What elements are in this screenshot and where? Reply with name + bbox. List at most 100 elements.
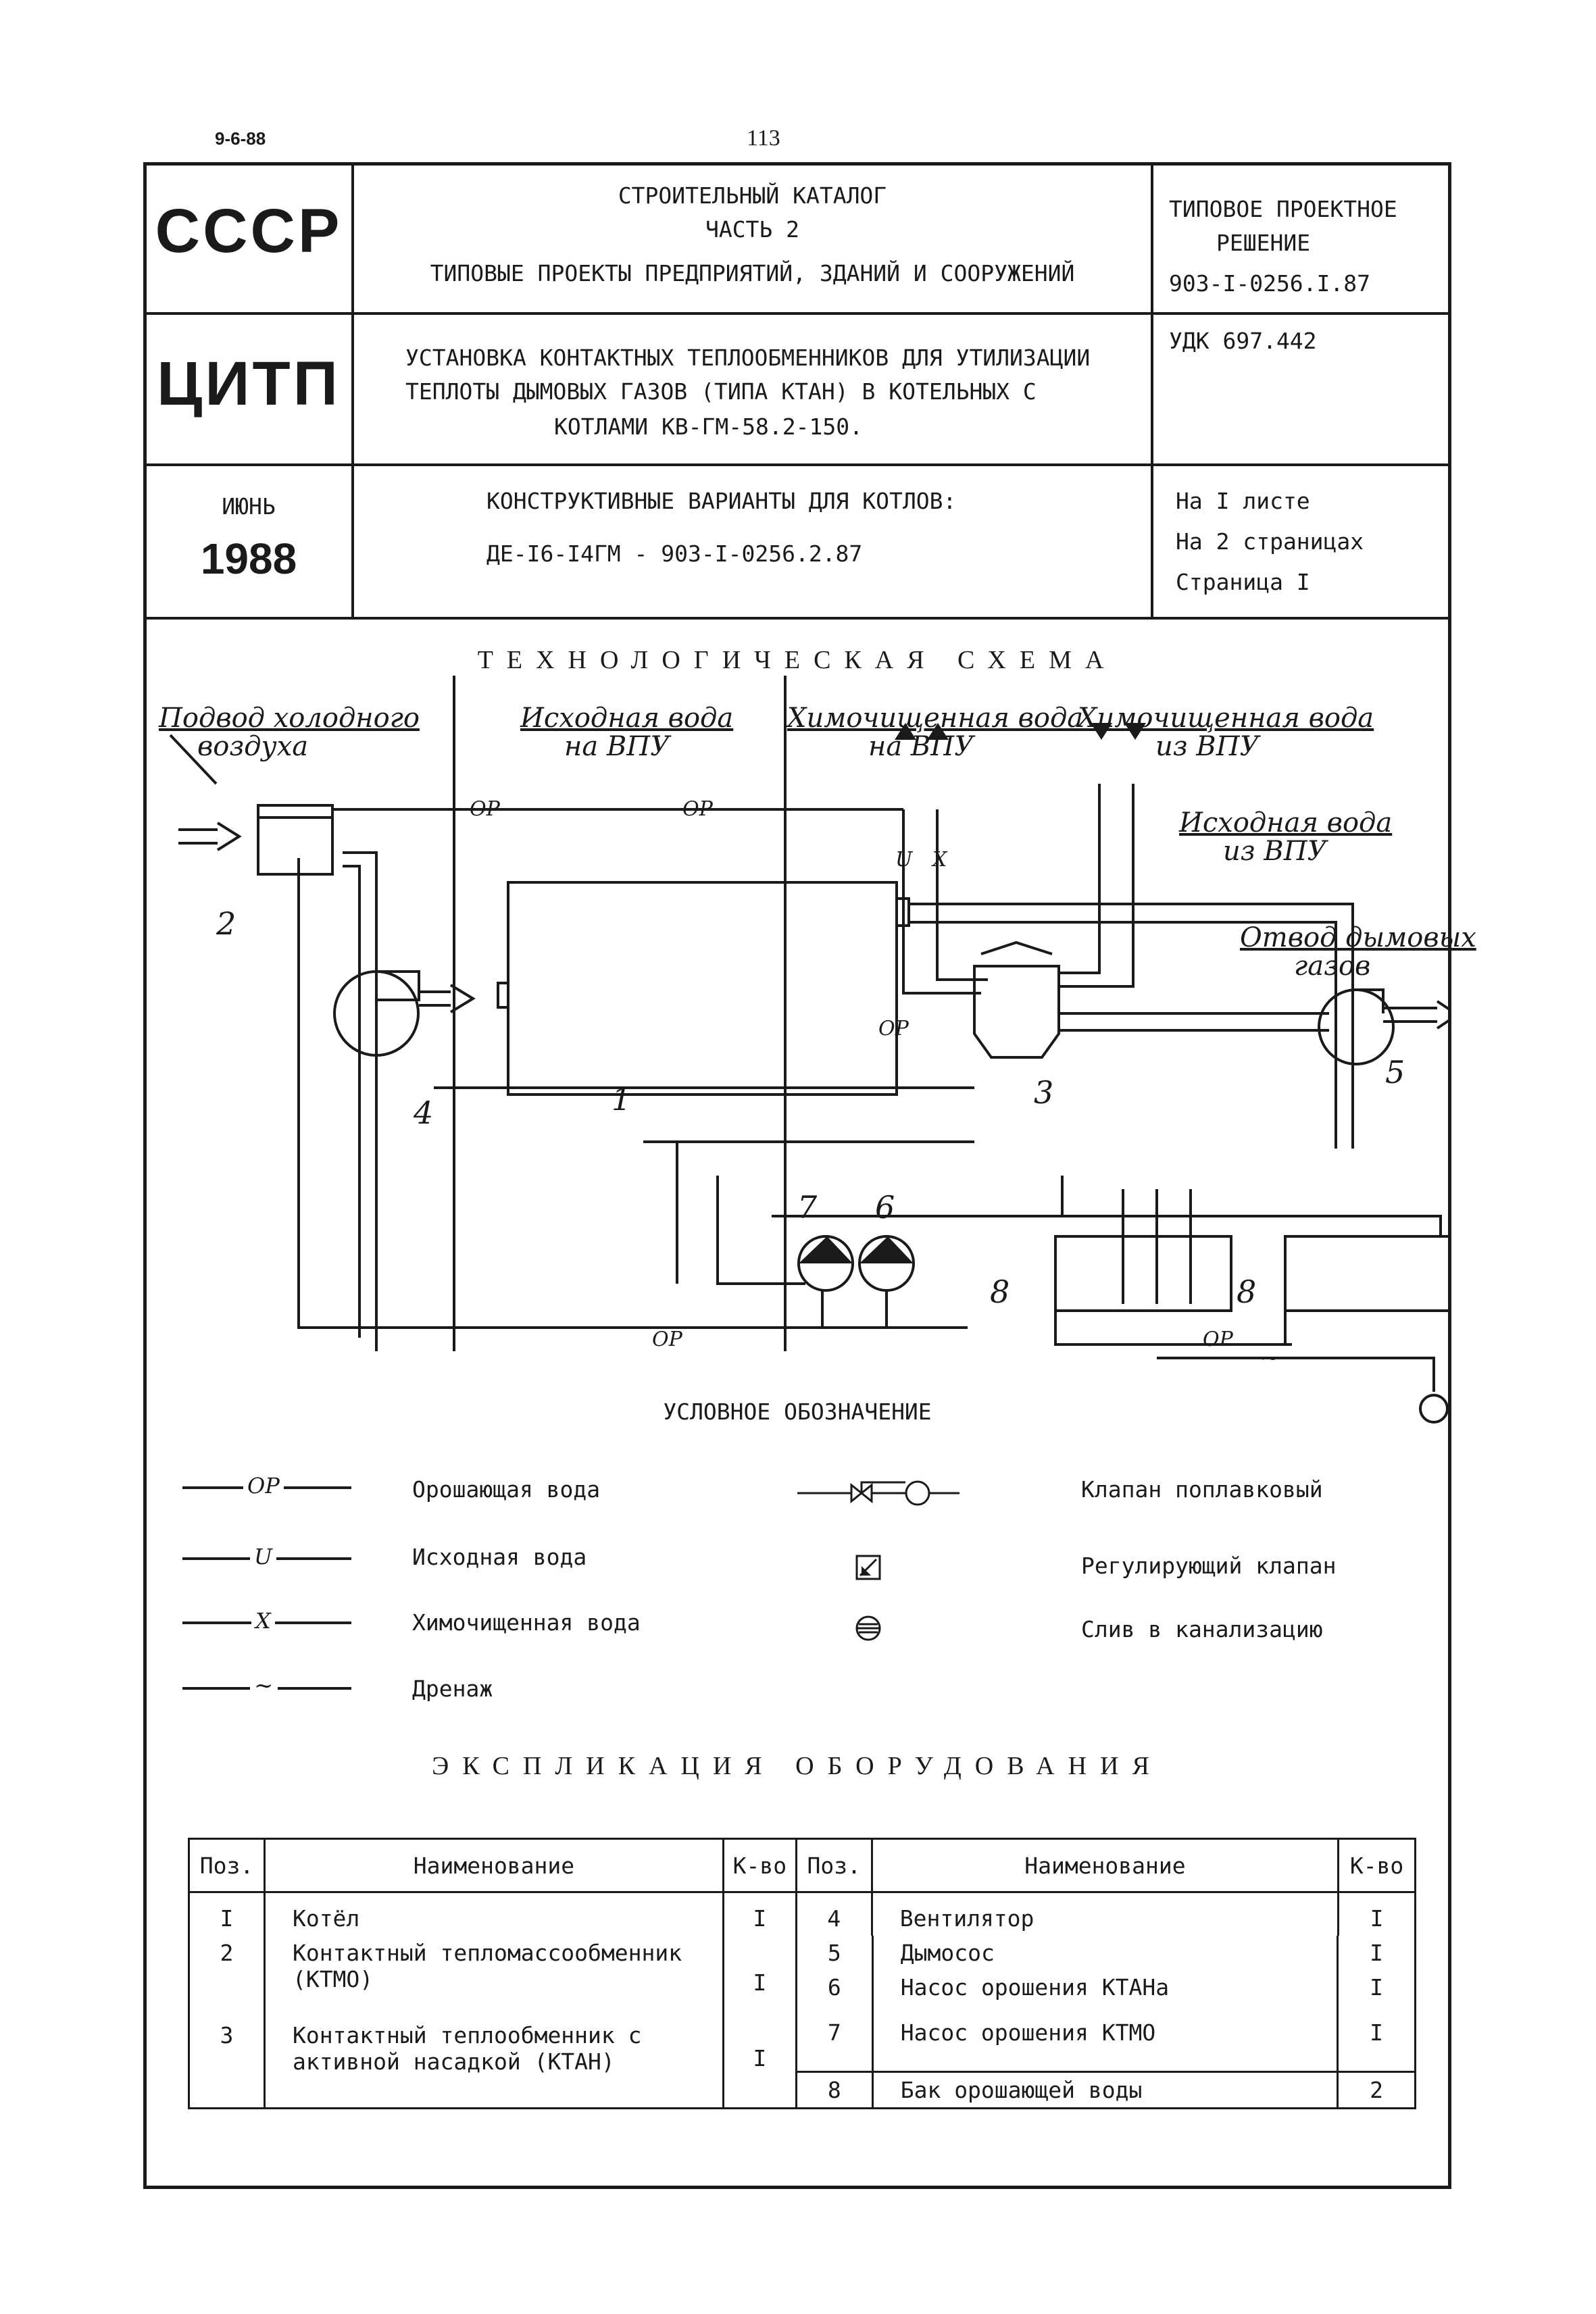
legend-label-control-valve: Регулирующий клапан: [1081, 1553, 1337, 1579]
header-name: Наименование: [263, 1838, 724, 1893]
page-number: 113: [747, 126, 780, 151]
header-divider-2: [143, 463, 1451, 466]
legend-mark-drain: ~: [250, 1672, 278, 1699]
table-row: 5 Дымосос I: [797, 1936, 1414, 1970]
cell-qty: I: [722, 2005, 797, 2109]
cell-qty-2: I: [1337, 1970, 1414, 2005]
leader-cold-air: [169, 734, 218, 785]
pipe-mark-chem: X: [932, 848, 947, 872]
header-divider-3: [143, 617, 1451, 620]
tank-8-left: [1054, 1235, 1232, 1312]
position-6: 6: [875, 1189, 895, 1226]
pipe-mark-source: U: [895, 848, 913, 872]
catalog-title: СТРОИТЕЛЬНЫЙ КАТАЛОГ: [618, 182, 887, 209]
pipe-mark-irrigation-2: ОР: [682, 797, 713, 821]
legend-label-chem: Химочищенная вода: [412, 1609, 641, 1636]
header-col-divider-1: [351, 162, 354, 618]
position-3: 3: [1034, 1074, 1054, 1111]
pipe-mark-irrigation-5: ОР: [1203, 1328, 1233, 1351]
legend-label-sewer-drain: Слив в канализацию: [1081, 1616, 1323, 1642]
fan-to-boiler-arrow: [419, 984, 476, 1013]
document-date: 9-6-88: [215, 128, 266, 149]
table-row: 2 Контактный тепломассообменник (КТМО) I…: [188, 1936, 1417, 2005]
project-title-1: УСТАНОВКА КОНТАКТНЫХ ТЕПЛООБМЕННИКОВ ДЛЯ…: [405, 345, 1091, 371]
table-row: 8 Бак орошающей воды 2: [797, 2071, 1414, 2107]
legend-mark-chem: X: [251, 1608, 275, 1634]
inlet-arrow: [178, 822, 242, 851]
position-5: 5: [1385, 1054, 1405, 1090]
cell-name: Контактный тепломассообменник (КТМО): [263, 1936, 724, 2005]
legend-label-float-valve: Клапан поплавковый: [1081, 1476, 1323, 1503]
table-row: I Котёл I 4 Вентилятор I: [188, 1892, 1416, 1936]
equipment-table: Поз. Наименование К-во Поз. Наименование…: [188, 1838, 1417, 2109]
page-count: На 2 страницах: [1176, 528, 1364, 555]
org-citp: ЦИТП: [157, 349, 341, 418]
cell-qty-2: 2: [1337, 2071, 1414, 2107]
catalog-subtitle: ТИПОВЫЕ ПРОЕКТЫ ПРЕДПРИЯТИЙ, ЗДАНИЙ И СО…: [430, 260, 1075, 286]
label-cold-air-1: Подвод холодного: [159, 703, 420, 734]
label-src-water-to-1: Исходная вода: [520, 703, 734, 734]
tank-8-right: [1284, 1235, 1451, 1312]
table-header-row: Поз. Наименование К-во Поз. Наименование…: [188, 1838, 1416, 1893]
cell-name: Котёл: [263, 1892, 724, 1936]
cell-name-2: Бак орошающей воды: [871, 2071, 1339, 2107]
cell-pos: I: [188, 1892, 266, 1936]
cell-qty-2: I: [1337, 2005, 1414, 2073]
header-qty: К-во: [722, 1838, 797, 1893]
ktan-3: [973, 965, 1060, 1059]
header-divider-1: [143, 312, 1451, 315]
pipe-mark-irrigation-4: ОР: [652, 1328, 682, 1351]
scheme-title: ТЕХНОЛОГИЧЕСКАЯ СХЕМА: [477, 646, 1118, 674]
table-row: 7 Насос орошения КТМО I: [797, 2005, 1414, 2073]
cell-pos-2: 7: [797, 2005, 874, 2073]
page-frame: [143, 162, 1451, 2189]
pipe-mark-irrigation: ОР: [470, 797, 500, 821]
boiler-1: [507, 881, 898, 1096]
issue-year: 1988: [200, 534, 297, 583]
control-valve-icon: [855, 1555, 881, 1580]
legend-label-source: Исходная вода: [412, 1544, 587, 1570]
legend-label-drain: Дренаж: [412, 1676, 493, 1702]
legend-title: УСЛОВНОЕ ОБОЗНАЧЕНИЕ: [663, 1399, 932, 1425]
page-index: Страница I: [1176, 569, 1310, 595]
udk-code: УДК 697.442: [1169, 328, 1317, 354]
header-name-2: Наименование: [870, 1838, 1340, 1893]
cell-name-2: Вентилятор: [870, 1892, 1340, 1936]
cell-pos: 2: [188, 1936, 266, 2005]
variant-code: ДЕ-I6-I4ГМ - 903-I-0256.2.87: [487, 540, 863, 567]
cell-pos-2: 6: [797, 1970, 874, 2005]
right-subtable: 5 Дымосос I 6 Насос орошения КТАНа I: [797, 1936, 1414, 2005]
variant-title: КОНСТРУКТИВНЫЕ ВАРИАНТЫ ДЛЯ КОТЛОВ:: [487, 488, 957, 514]
header-pos: Поз.: [188, 1838, 266, 1893]
label-chem-water-from-1: Химочищенная вода: [1078, 703, 1374, 734]
label-cold-air-2: воздуха: [197, 731, 309, 762]
position-1: 1: [612, 1081, 632, 1117]
position-8-left: 8: [990, 1274, 1010, 1310]
pipe-mark-irrigation-3: ОР: [878, 1017, 909, 1040]
header-col-divider-2: [1151, 162, 1153, 618]
sewer-drain-icon: [855, 1615, 881, 1641]
float-valve-icon: [797, 1480, 959, 1506]
table-row: 6 Насос орошения КТАНа I: [797, 1970, 1414, 2005]
right-subtable: 7 Насос орошения КТМО I 8 Бак орошающей …: [797, 2005, 1414, 2107]
table-row: 3 Контактный теплообменник с активной на…: [188, 2005, 1417, 2109]
cell-qty: I: [722, 1936, 797, 2005]
type-label-2: РЕШЕНИЕ: [1216, 230, 1311, 256]
catalog-part: ЧАСТЬ 2: [705, 216, 800, 243]
label-flue-out-1: Отвод дымовых: [1240, 922, 1476, 953]
label-flue-out-2: газов: [1294, 951, 1371, 982]
cell-qty: I: [722, 1892, 797, 1936]
cell-pos-2: 5: [797, 1936, 874, 1970]
cell-pos: 3: [188, 2005, 266, 2109]
legend-mark-source: U: [250, 1544, 276, 1569]
label-src-water-from-1: Исходная вода: [1179, 807, 1393, 838]
header-pos-2: Поз.: [795, 1838, 873, 1893]
position-2: 2: [216, 905, 236, 942]
position-7: 7: [797, 1189, 818, 1226]
type-label: ТИПОВОЕ ПРОЕКТНОЕ: [1169, 196, 1397, 222]
cell-name-2: Дымосос: [871, 1936, 1339, 1970]
label-src-water-to-2: на ВПУ: [564, 731, 670, 762]
legend-label-irrigation: Орошающая вода: [412, 1476, 601, 1503]
ktmo-box: [257, 804, 334, 876]
type-code: 903-I-0256.I.87: [1169, 270, 1371, 297]
